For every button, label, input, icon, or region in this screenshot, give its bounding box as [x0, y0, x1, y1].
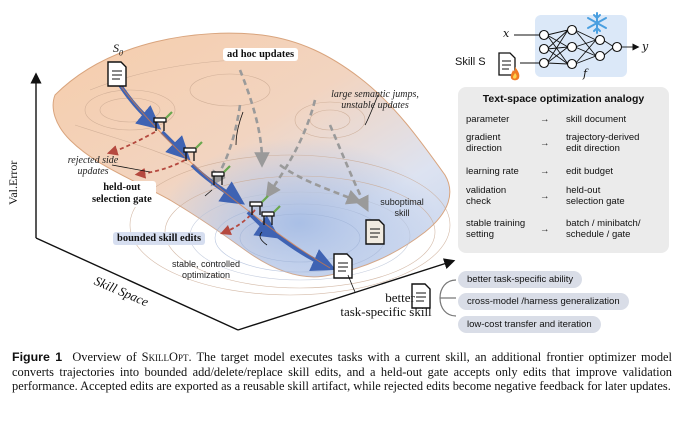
model-output-y: y [642, 40, 649, 53]
better-skill-label: better task-specific skill [340, 290, 432, 319]
z-axis [237, 258, 456, 331]
ad-hoc-updates-label: ad hoc updates [223, 48, 299, 61]
doc-icon-s0 [107, 61, 127, 87]
arrow-icon: → [540, 191, 550, 202]
analogy-panel: Text-space optimization analogy paramete… [458, 87, 669, 253]
benefit-pill: better task-specific ability [458, 271, 583, 288]
doc-icon-better [333, 253, 353, 279]
benefit-pill: low-cost transfer and iteration [458, 316, 601, 333]
snowflake-icon [587, 12, 607, 34]
large-jumps-label: large semantic jumps, unstable updates [331, 89, 419, 111]
gate-icons [153, 111, 281, 225]
figure-illustration [30, 12, 640, 331]
bounded-skill-edits-label: bounded skill edits [113, 232, 206, 245]
arrow-icon: → [540, 114, 550, 125]
analogy-title: Text-space optimization analogy [482, 93, 645, 105]
x-axis-diagonal [35, 237, 239, 331]
arrow-icon: → [540, 224, 550, 235]
suboptimal-skill-label: suboptimal skill [380, 197, 424, 218]
skill-input-label: Skill S [455, 56, 486, 68]
doc-icon-benefits [411, 283, 431, 309]
figure-caption: Figure 1 Overview of SkillOpt. The targe… [12, 350, 672, 394]
model-function-f: f [583, 67, 588, 80]
heldout-gate-label: held-out selection gate [88, 181, 156, 207]
caption-figure-label: Figure 1 [12, 350, 63, 364]
benefit-pill: cross-model /harness generalization [458, 293, 629, 310]
rejected-side-updates-label: rejected side updates [67, 155, 119, 177]
model-input-x: x [503, 27, 510, 40]
orange-trace [119, 84, 331, 269]
stable-optimization-label: stable, controlled optimization [171, 259, 241, 280]
network-panel-bg [535, 15, 627, 77]
s0-label: S0 [113, 41, 123, 58]
method-name: SkillOpt [141, 350, 189, 364]
neural-network-icon [514, 24, 640, 70]
y-axis-label: Val.Error [6, 160, 20, 205]
fire-icon [510, 67, 520, 81]
benefit-bracket [439, 279, 457, 317]
doc-icon-skill-input [498, 52, 516, 76]
arrow-icon: → [540, 166, 550, 177]
doc-icon-suboptimal [365, 219, 385, 245]
arrow-icon: → [540, 138, 550, 149]
